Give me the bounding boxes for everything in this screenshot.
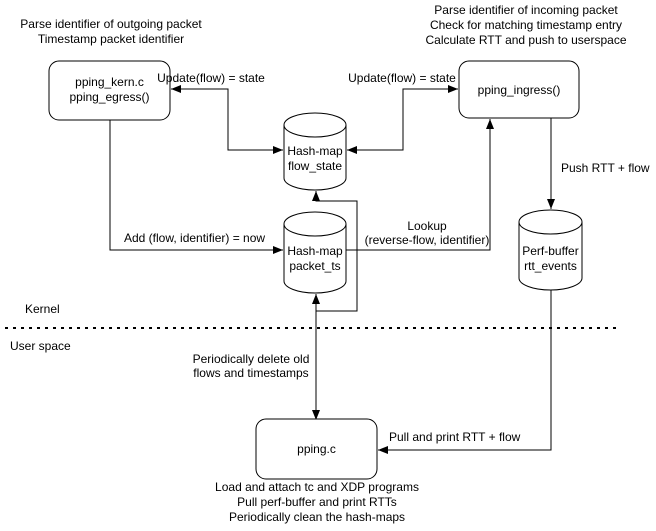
edge-label-update-left: Update(flow) = state xyxy=(157,71,265,85)
node-flowstate-label: Hash-map flow_state xyxy=(284,144,346,174)
lookup-line2: (reverse-flow, identifier) xyxy=(364,233,490,247)
node-ingress-box xyxy=(458,60,580,119)
rttevents-name: rtt_events xyxy=(524,259,577,273)
node-packetts-cylinder xyxy=(283,211,347,294)
egress-filename: pping_kern.c xyxy=(75,75,144,89)
lookup-line1: Lookup xyxy=(407,219,447,233)
note-pping: Load and attach tc and XDP programs Pull… xyxy=(186,480,448,525)
node-egress-label: pping_kern.c pping_egress() xyxy=(49,75,170,105)
node-ingress-label: pping_ingress() xyxy=(477,83,561,97)
node-pping-label: pping.c xyxy=(297,442,336,456)
note-ingress-line1: Parse identifier of incoming packet xyxy=(434,3,618,17)
flowstate-name: flow_state xyxy=(287,159,343,173)
note-egress-line1: Parse identifier of outgoing packet xyxy=(20,17,202,31)
region-label-user-space: User space xyxy=(10,339,71,353)
edge-label-push-rtt: Push RTT + flow xyxy=(561,161,650,175)
rttevents-type: Perf-buffer xyxy=(522,244,579,258)
note-pping-line3: Periodically clean the hash-maps xyxy=(228,510,406,524)
node-flowstate-cylinder xyxy=(283,112,347,191)
region-label-kernel: Kernel xyxy=(25,302,60,316)
flowstate-type: Hash-map xyxy=(287,144,343,158)
egress-function: pping_egress() xyxy=(69,90,150,104)
connector-flowstate-ingress xyxy=(347,85,458,154)
node-packetts-label: Hash-map packet_ts xyxy=(284,244,346,274)
connector-egress-packetts xyxy=(109,120,283,254)
connector-packetts-ingress xyxy=(346,119,494,251)
edge-label-add-timestamp: Add (flow, identifier) = now xyxy=(124,231,266,245)
packetts-name: packet_ts xyxy=(289,259,341,273)
connector-pping-flowstate xyxy=(312,191,358,312)
periodic-delete-line1: Periodically delete old xyxy=(192,352,310,366)
periodic-delete-line2: flows and timestamps xyxy=(193,366,309,380)
edge-label-lookup: Lookup (reverse-flow, identifier) xyxy=(362,219,492,247)
node-pping-box xyxy=(255,418,378,480)
packetts-type: Hash-map xyxy=(287,244,343,258)
note-ingress: Parse identifier of incoming packet Chec… xyxy=(396,3,656,48)
note-pping-line2: Pull perf-buffer and print RTTs xyxy=(237,495,397,509)
note-ingress-line2: Check for matching timestamp entry xyxy=(429,18,623,32)
node-rttevents-label: Perf-buffer rtt_events xyxy=(519,244,582,274)
note-pping-line1: Load and attach tc and XDP programs xyxy=(215,480,419,494)
node-rttevents-cylinder xyxy=(518,209,583,291)
note-ingress-line3: Calculate RTT and push to userspace xyxy=(425,33,627,47)
node-egress-box xyxy=(48,60,171,121)
edge-label-update-right: Update(flow) = state xyxy=(348,71,456,85)
edge-label-periodic-delete: Periodically delete old flows and timest… xyxy=(190,352,312,380)
connector-rttevents-pping xyxy=(378,290,552,454)
edge-label-pull-rtt: Pull and print RTT + flow xyxy=(389,430,521,444)
note-egress-line2: Timestamp packet identifier xyxy=(37,32,185,46)
connector-egress-flowstate xyxy=(171,85,283,154)
note-egress: Parse identifier of outgoing packet Time… xyxy=(0,17,222,47)
